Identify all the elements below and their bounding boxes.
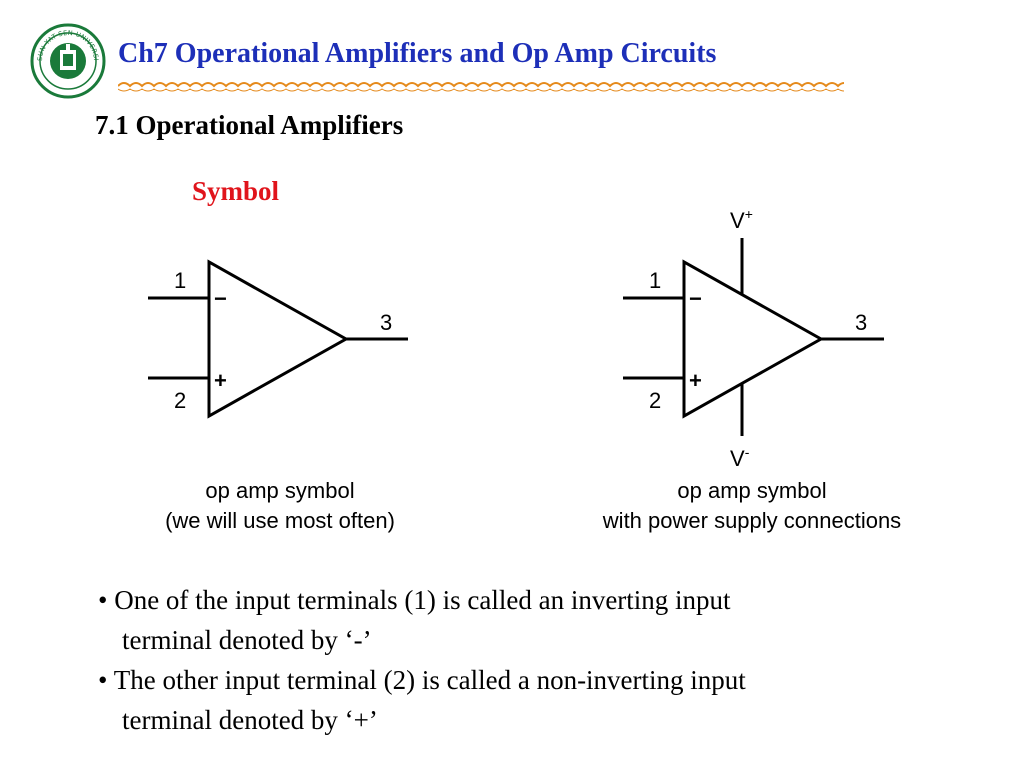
vplus-label: V+ bbox=[730, 206, 753, 233]
bullet-continuation: terminal denoted by ‘+’ bbox=[122, 705, 378, 735]
pin-2-label: 2 bbox=[649, 388, 661, 413]
op-amp-symbol-basic bbox=[148, 259, 408, 419]
bullet-item: • The other input terminal (2) is called… bbox=[98, 660, 978, 700]
pin-3-label: 3 bbox=[855, 310, 867, 335]
caption-line-2: with power supply connections bbox=[602, 508, 901, 533]
op-amp-triangle bbox=[207, 259, 350, 419]
title-underline bbox=[118, 82, 844, 92]
bullet-text: The other input terminal (2) is called a… bbox=[113, 665, 746, 695]
op-amp-triangle bbox=[682, 259, 825, 419]
op-amp-diagrams: 1 2 3 − + op amp symbol (we will use mos… bbox=[148, 206, 901, 533]
bullet-item: • One of the input terminals (1) is call… bbox=[98, 580, 978, 620]
section-heading: 7.1 Operational Amplifiers bbox=[95, 110, 404, 140]
noninverting-sign: + bbox=[214, 368, 227, 393]
bullet-marker: • bbox=[98, 585, 108, 615]
pin-3-label: 3 bbox=[380, 310, 392, 335]
inverting-sign: − bbox=[689, 286, 702, 311]
pin-1-label: 1 bbox=[649, 268, 661, 293]
bullet-list: • One of the input terminals (1) is call… bbox=[98, 580, 978, 740]
caption-line-1: op amp symbol bbox=[205, 478, 354, 503]
university-seal-icon: SUN YAT-SEN UNIVERSITY bbox=[30, 20, 106, 99]
slide-title: Ch7 Operational Amplifiers and Op Amp Ci… bbox=[118, 38, 717, 69]
inverting-sign: − bbox=[214, 286, 227, 311]
bullet-marker: • bbox=[98, 665, 108, 695]
vminus-label: V- bbox=[730, 444, 750, 471]
op-amp-symbol-power bbox=[623, 238, 884, 436]
pin-1-label: 1 bbox=[174, 268, 186, 293]
noninverting-sign: + bbox=[689, 368, 702, 393]
symbol-subheading: Symbol bbox=[192, 176, 280, 206]
bullet-continuation: terminal denoted by ‘-’ bbox=[122, 625, 372, 655]
pin-2-label: 2 bbox=[174, 388, 186, 413]
bullet-text: One of the input terminals (1) is called… bbox=[114, 585, 731, 615]
caption-line-2: (we will use most often) bbox=[165, 508, 395, 533]
caption-line-1: op amp symbol bbox=[677, 478, 826, 503]
